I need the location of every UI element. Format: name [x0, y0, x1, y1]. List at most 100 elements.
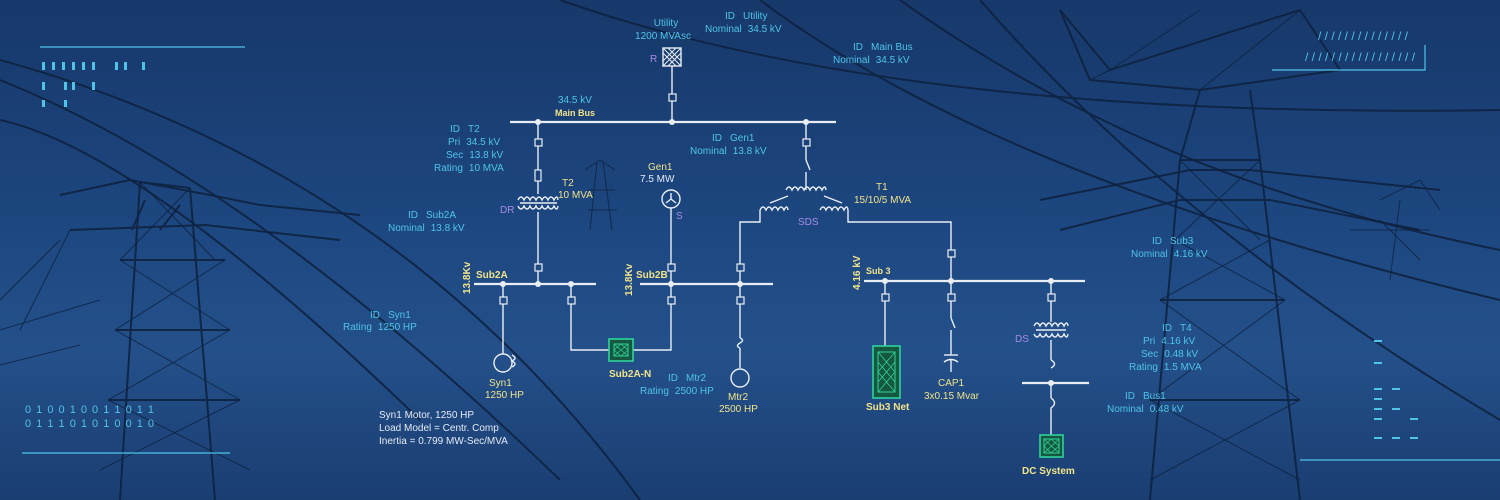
- syn1-motor-icon[interactable]: [493, 353, 516, 373]
- sub2a-n-name: Sub2A-N: [609, 369, 651, 380]
- hatch-text-2: / / / / / / / / / / / / / / / / /: [1305, 50, 1416, 64]
- dc-system-name: DC System: [1022, 466, 1075, 477]
- t4-breaker[interactable]: [1047, 293, 1056, 302]
- syn1-name: Syn1: [489, 378, 512, 389]
- binary-text-1: 0 1 0 0 1 0 0 1 1 0 1 1: [25, 404, 155, 416]
- dc-system-icon[interactable]: [1039, 434, 1064, 458]
- t2-name: T2: [562, 178, 574, 189]
- mtr2-overload-icon: [736, 337, 744, 349]
- sub2a-kv: 13.8Kv: [462, 261, 473, 294]
- cap1-name: CAP1: [938, 378, 965, 389]
- sub3-kv: 4.16 kV: [852, 255, 863, 290]
- gen1-rating: 7.5 MW: [640, 174, 675, 185]
- sub2b-kv: 13.8Kv: [624, 263, 635, 296]
- tie-breaker-b[interactable]: [667, 296, 676, 305]
- sub2b-name: Sub2B: [636, 270, 668, 281]
- svg-text:Load Model = Centr. Comp: Load Model = Centr. Comp: [379, 423, 499, 434]
- t1-low-breaker-1[interactable]: [736, 263, 745, 272]
- syn1-breaker[interactable]: [499, 296, 508, 305]
- mtr2-breaker[interactable]: [736, 296, 745, 305]
- sub3-net-name: Sub3 Net: [866, 402, 910, 413]
- syn1-description: Syn1 Motor, 1250 HP Load Model = Centr. …: [379, 410, 508, 447]
- tie-breaker-a[interactable]: [567, 296, 576, 305]
- t2-size: 10 MVA: [558, 190, 593, 201]
- gen1-tag: S: [676, 211, 683, 222]
- svg-text:Inertia = 0.799 MW-Sec/MVA: Inertia = 0.799 MW-Sec/MVA: [379, 436, 508, 447]
- t2-fuse[interactable]: [534, 169, 542, 182]
- t1-name: T1: [876, 182, 888, 193]
- sub3-net-network-icon[interactable]: [872, 345, 901, 399]
- main-bus-kv: 34.5 kV: [558, 95, 592, 106]
- t1-transformer-icon[interactable]: [759, 186, 849, 212]
- t2-primary-breaker[interactable]: [534, 138, 543, 147]
- svg-text:Syn1 Motor, 1250 HP: Syn1 Motor, 1250 HP: [379, 410, 474, 421]
- utility-source[interactable]: Utility 1200 MVAsc R: [635, 18, 691, 67]
- utility-symbol: R: [650, 54, 657, 65]
- mtr2-name: Mtr2: [728, 392, 748, 403]
- binary-text-2: 0 1 1 1 0 1 0 1 0 0 1 0: [25, 418, 155, 430]
- t1-tag: SDS: [798, 217, 819, 228]
- hatch-text-1: / / / / / / / / / / / / / /: [1318, 29, 1409, 43]
- sub2a-n-network-icon[interactable]: [608, 338, 634, 362]
- utility-title: Utility: [654, 18, 678, 29]
- sub2a-name: Sub2A: [476, 270, 508, 281]
- utility-breaker[interactable]: [668, 93, 677, 102]
- t2-secondary-breaker[interactable]: [534, 263, 543, 272]
- t2-tag: DR: [500, 205, 514, 216]
- mtr2-size: 2500 HP: [719, 404, 758, 415]
- capacitor-icon[interactable]: [943, 354, 959, 363]
- cap1-breaker[interactable]: [947, 293, 956, 302]
- main-bus-name: Main Bus: [555, 108, 595, 118]
- t2-transformer-icon[interactable]: [517, 196, 559, 210]
- t1-low-breaker-2[interactable]: [947, 249, 956, 258]
- utility-rating: 1200 MVAsc: [635, 31, 691, 42]
- mtr2-motor-icon[interactable]: [730, 368, 750, 388]
- gen1-name: Gen1: [648, 162, 673, 173]
- sub3-name: Sub 3: [866, 266, 891, 276]
- generator-icon[interactable]: [661, 189, 681, 209]
- syn1-size: 1250 HP: [485, 390, 524, 401]
- t4-transformer-icon[interactable]: [1033, 322, 1069, 338]
- sub3-net-breaker[interactable]: [881, 293, 890, 302]
- gen1-breaker[interactable]: [667, 263, 676, 272]
- hud-decorations: 0 1 0 0 1 0 0 1 1 0 1 1 0 1 1 1 0 1 0 1 …: [22, 29, 1500, 461]
- cap1-rating: 3x0.15 Mvar: [924, 391, 980, 402]
- t4-switch-icon: [1050, 359, 1056, 369]
- t1-breaker[interactable]: [802, 138, 811, 147]
